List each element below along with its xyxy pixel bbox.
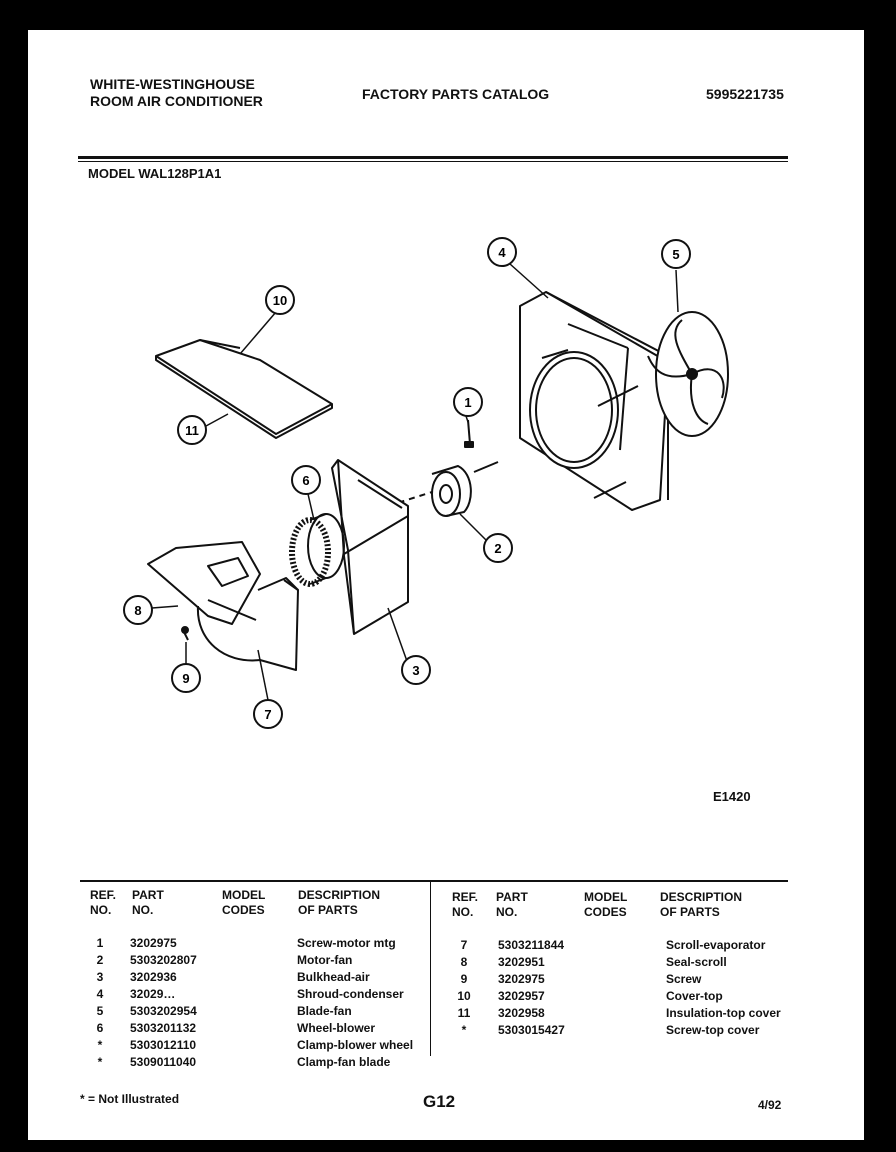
cell-desc: Bulkhead-air: [297, 970, 370, 984]
brand-line-2: ROOM AIR CONDITIONER: [90, 93, 263, 109]
cell-ref: 9: [460, 972, 468, 986]
header-ref-left: REF.NO.: [90, 888, 117, 917]
cell-ref: 2: [96, 953, 104, 967]
svg-text:5: 5: [672, 247, 679, 262]
cell-ref: 11: [457, 1006, 471, 1020]
cell-desc: Shroud-condenser: [297, 987, 404, 1001]
catalog-page: WHITE-WESTINGHOUSE ROOM AIR CONDITIONER …: [28, 30, 864, 1140]
cell-desc: Screw-top cover: [666, 1023, 760, 1037]
figure-code: E1420: [713, 789, 751, 804]
top-cover-part: [155, 339, 333, 439]
cell-ref: 6: [96, 1021, 104, 1035]
svg-text:11: 11: [185, 423, 199, 438]
callout-11: 11: [177, 415, 207, 445]
cell-part: 3202975: [130, 936, 177, 950]
cell-desc: Screw-motor mtg: [297, 936, 396, 950]
evaporator-scroll-part: [147, 541, 299, 671]
callout-8: 8: [123, 595, 153, 625]
cell-desc: Clamp-blower wheel: [297, 1038, 414, 1052]
brand-block: WHITE-WESTINGHOUSE ROOM AIR CONDITIONER: [90, 76, 263, 110]
cell-part: 32029…: [130, 987, 176, 1001]
exploded-parts-diagram: 10 11 4 5 1 2 3 6: [123, 237, 729, 729]
svg-text:1: 1: [464, 395, 471, 410]
cell-part: 3202958: [498, 1006, 545, 1020]
svg-text:8: 8: [134, 603, 141, 618]
cell-part: 5309011040: [130, 1055, 197, 1069]
cell-desc: Insulation-top cover: [666, 1006, 781, 1020]
svg-text:6: 6: [302, 473, 309, 488]
table-top-rule: [80, 880, 788, 882]
leader-lines: [151, 263, 679, 701]
cell-part: 3202975: [498, 972, 545, 986]
callout-2: 2: [483, 533, 513, 563]
cell-desc: Motor-fan: [297, 953, 353, 967]
header-ref-right: REF.NO.: [452, 890, 479, 919]
cell-desc: Screw: [666, 972, 702, 986]
svg-text:2: 2: [494, 541, 501, 556]
header-rule: [78, 156, 788, 159]
model-label: MODEL WAL128P1A1: [88, 166, 222, 181]
cell-desc: Scroll-evaporator: [666, 938, 766, 952]
blower-wheel-part: [289, 513, 345, 587]
cell-ref: 5: [96, 1004, 104, 1018]
cell-part: 3202957: [498, 989, 545, 1003]
cell-desc: Blade-fan: [297, 1004, 352, 1018]
condenser-shroud-part: [519, 291, 669, 511]
svg-text:10: 10: [273, 293, 287, 308]
svg-text:3: 3: [412, 663, 419, 678]
callout-5: 5: [661, 239, 691, 269]
cell-ref: 8: [460, 955, 468, 969]
cell-part: 5303012110: [130, 1038, 197, 1052]
callout-10: 10: [265, 285, 295, 315]
motor-screw-part: [464, 419, 474, 448]
cell-ref: *: [97, 1055, 103, 1069]
cell-part: 3202951: [498, 955, 545, 969]
cell-part: 5303202807: [130, 953, 197, 967]
svg-text:9: 9: [182, 671, 189, 686]
not-illustrated-note: * = Not Illustrated: [80, 1092, 180, 1106]
fan-blade-part: [647, 311, 729, 437]
cell-desc: Seal-scroll: [666, 955, 727, 969]
cell-part: 5303202954: [130, 1004, 197, 1018]
catalog-date: 4/92: [758, 1098, 782, 1112]
svg-text:4: 4: [498, 245, 506, 260]
cell-desc: Clamp-fan blade: [297, 1055, 391, 1069]
svg-text:7: 7: [264, 707, 271, 722]
cell-ref: *: [97, 1038, 103, 1052]
fan-motor-part: [387, 461, 499, 517]
callout-3: 3: [401, 655, 431, 685]
cell-ref: 3: [96, 970, 104, 984]
page-number: G12: [423, 1092, 456, 1111]
catalog-title: FACTORY PARTS CATALOG: [362, 86, 550, 102]
callout-1: 1: [453, 387, 483, 417]
cell-desc: Cover-top: [666, 989, 723, 1003]
scroll-screw-part: [181, 626, 189, 641]
cell-desc: Wheel-blower: [297, 1021, 376, 1035]
header-rule-thin: [78, 161, 788, 162]
cell-part: 5303211844: [498, 938, 565, 952]
callout-9: 9: [171, 663, 201, 693]
cell-ref: 10: [457, 989, 471, 1003]
cell-part: 3202936: [130, 970, 177, 984]
cell-ref: 7: [460, 938, 468, 952]
callout-4: 4: [487, 237, 517, 267]
cell-ref: 4: [96, 987, 104, 1001]
cell-ref: *: [461, 1023, 467, 1037]
cell-part: 5303201132: [130, 1021, 197, 1035]
table-divider: [430, 881, 431, 1056]
callout-6: 6: [291, 465, 321, 495]
callout-7: 7: [253, 699, 283, 729]
catalog-number: 5995221735: [706, 86, 784, 102]
brand-line-1: WHITE-WESTINGHOUSE: [90, 76, 255, 92]
cell-ref: 1: [96, 936, 104, 950]
cell-part: 5303015427: [498, 1023, 565, 1037]
